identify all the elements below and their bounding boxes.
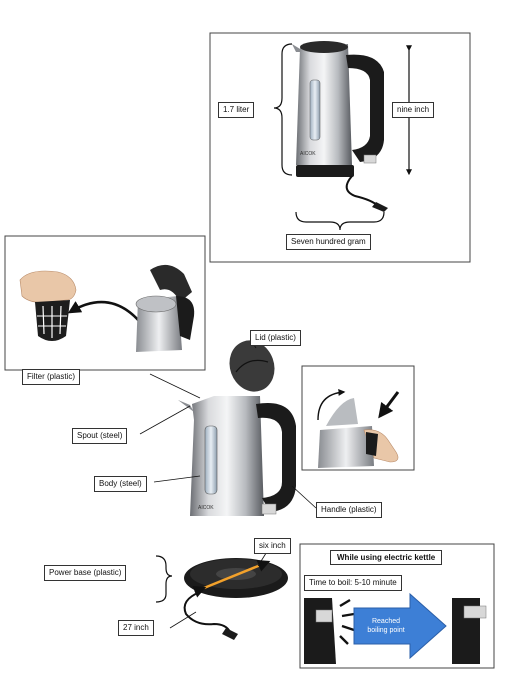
main-kettle-image (178, 340, 296, 516)
body-leader (153, 475, 201, 483)
time-to-boil-label: Time to boil: 5-10 minute (304, 575, 402, 591)
filter-hand-image (19, 270, 77, 341)
lid-open-curve-arrow (317, 388, 346, 421)
brand-text-top: AICOK (300, 151, 316, 157)
spout-label: Spout (steel) (72, 428, 128, 444)
usage-panel-title: While using electric kettle (330, 550, 443, 565)
power-base-image (183, 558, 288, 640)
weight-label: Seven hundred gram (286, 234, 371, 250)
cord-label: 27 inch (118, 620, 154, 636)
capacity-label: 1.7 liter (218, 102, 255, 118)
kettle-right-closeup (452, 598, 487, 664)
boiling-point-text: Reached boiling point (362, 617, 410, 635)
filter-removal-arrow (67, 300, 141, 323)
brand-text-main: AICOK (198, 505, 214, 511)
filter-leader (149, 373, 201, 399)
lid-label: Lid (plastic) (250, 330, 301, 346)
base-bracket (155, 555, 173, 603)
press-arrow (378, 391, 400, 419)
height-label: nine inch (392, 102, 435, 118)
handle-label: Handle (plastic) (316, 502, 382, 518)
handle-leader (291, 485, 317, 509)
weight-bracket (295, 211, 385, 231)
spout-leader (139, 405, 191, 435)
kettle-top-image (292, 41, 388, 212)
kettle-left-closeup (304, 598, 355, 664)
power-base-label: Power base (plastic) (44, 565, 127, 581)
diameter-label: six inch (254, 538, 291, 554)
cord-leader (169, 611, 197, 629)
open-kettle-image (135, 264, 195, 352)
diameter-arrow (192, 559, 271, 598)
filter-label: Filter (plastic) (22, 369, 81, 385)
lid-open-image (318, 398, 399, 468)
capacity-bracket (273, 43, 293, 176)
body-label: Body (steel) (94, 476, 147, 492)
